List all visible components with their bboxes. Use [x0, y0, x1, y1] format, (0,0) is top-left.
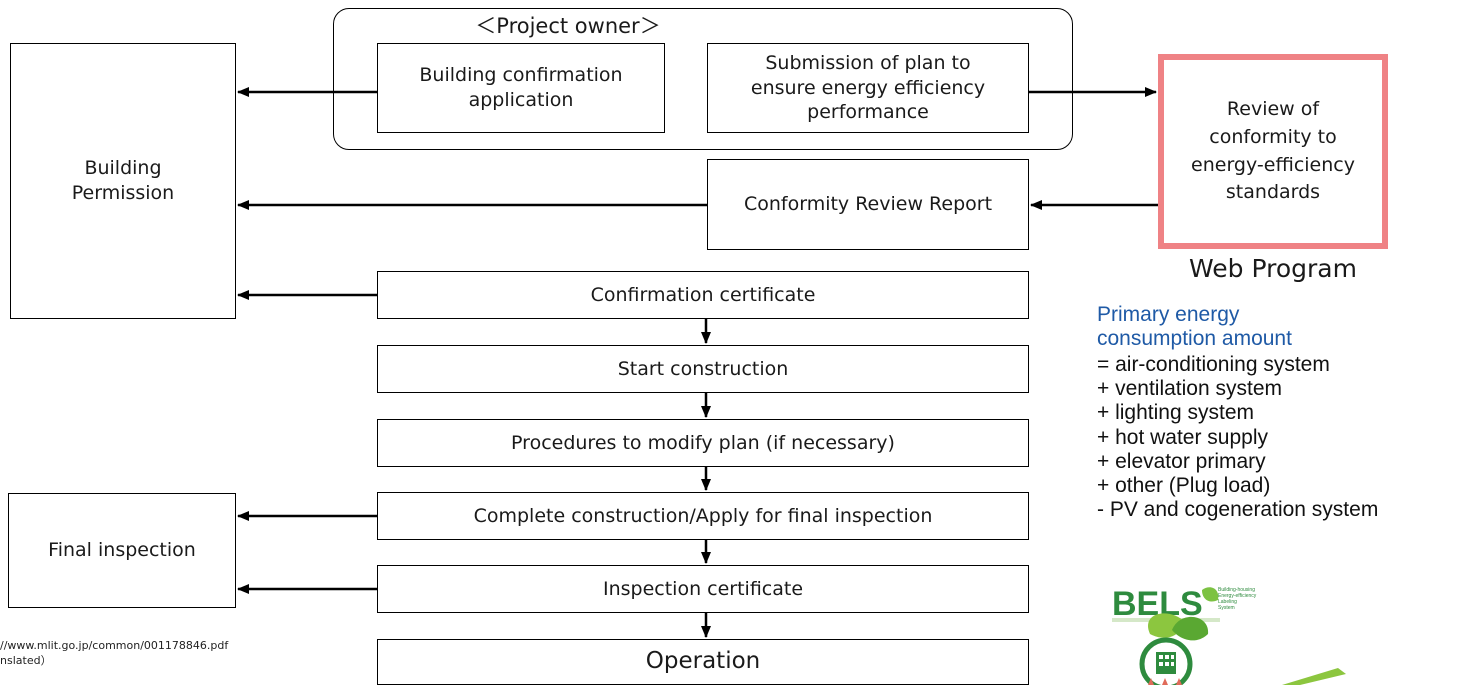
web-program-label: Web Program: [1189, 254, 1357, 283]
primary-energy-title: Primary energy consumption amount: [1097, 303, 1292, 350]
primary-energy-terms: = air-conditioning system + ventilation …: [1097, 353, 1467, 522]
energy-term-elevator: + elevator primary: [1097, 449, 1266, 473]
flow-step-confirmation-certificate: Confirmation certificate: [377, 271, 1029, 319]
energy-term-ventilation: + ventilation system: [1097, 377, 1283, 401]
conformity-review-report-box: Conformity Review Report: [707, 159, 1029, 250]
source-url: //www.mlit.go.jp/common/001178846.pdf: [0, 639, 229, 652]
svg-text:Energy-efficiency: Energy-efficiency: [1218, 593, 1257, 599]
building-permission-box: Building Permission: [10, 43, 236, 319]
project-owner-group: [333, 8, 1073, 150]
energy-term-pv-cogeneration: - PV and cogeneration system: [1097, 498, 1379, 522]
svg-text:Labeling: Labeling: [1218, 599, 1237, 605]
project-owner-title: ＜Project owner＞: [475, 14, 661, 38]
svg-text:System: System: [1218, 605, 1235, 611]
flow-step-inspection-certificate: Inspection certificate: [377, 565, 1029, 613]
energy-term-lighting: + lighting system: [1097, 401, 1254, 425]
source-translated-note: nslated）: [0, 654, 52, 667]
review-of-conformity-box: Review of conformity to energy-efficienc…: [1158, 54, 1388, 249]
final-inspection-box: Final inspection: [8, 493, 236, 608]
bels-logo: BELS Building-housing Energy-efficiency …: [1112, 585, 1346, 685]
flow-step-modify-plan: Procedures to modify plan (if necessary): [377, 419, 1029, 467]
bels-logo-subtitle: Building-housing Energy-efficiency Label…: [1218, 587, 1257, 611]
primary-energy-block: Primary energy consumption amount = air-…: [1097, 303, 1467, 522]
flow-step-start-construction: Start construction: [377, 345, 1029, 393]
energy-term-other: + other (Plug load): [1097, 474, 1271, 498]
flow-step-complete-construction: Complete construction/Apply for final in…: [377, 492, 1029, 540]
energy-term-hot-water: + hot water supply: [1097, 425, 1269, 449]
energy-term-air-conditioning: = air-conditioning system: [1097, 353, 1330, 376]
submission-of-plan-box: Submission of plan to ensure energy effi…: [707, 43, 1029, 133]
source-note: //www.mlit.go.jp/common/001178846.pdf ns…: [0, 638, 340, 668]
building-confirmation-application-box: Building confirmation application: [377, 43, 665, 133]
svg-text:Building-housing: Building-housing: [1218, 587, 1255, 593]
